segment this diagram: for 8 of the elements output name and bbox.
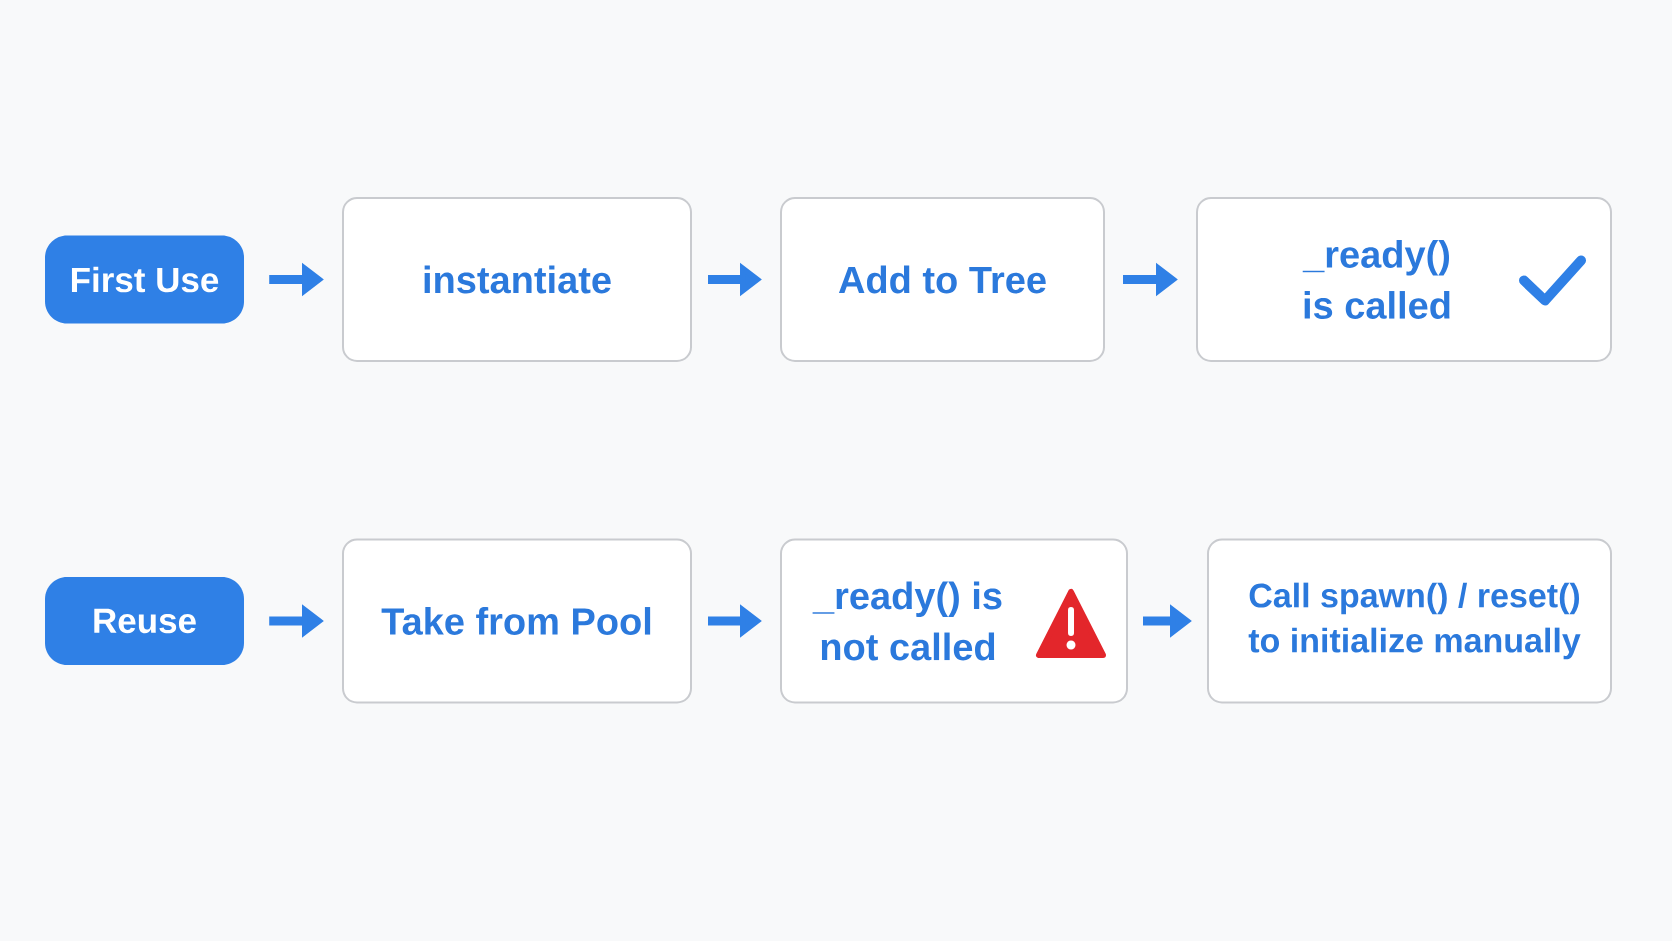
pill-label: Reuse	[45, 577, 244, 665]
process-box: instantiate	[342, 197, 692, 362]
process-box: Take from Pool	[342, 538, 692, 704]
process-box: _ready() is not called	[780, 538, 1128, 704]
process-box: Call spawn() / reset() to initialize manually	[1207, 538, 1612, 704]
pill-label: First Use	[45, 235, 244, 324]
process-box: Add to Tree	[780, 197, 1105, 362]
process-box: _ready() is called	[1196, 197, 1612, 362]
